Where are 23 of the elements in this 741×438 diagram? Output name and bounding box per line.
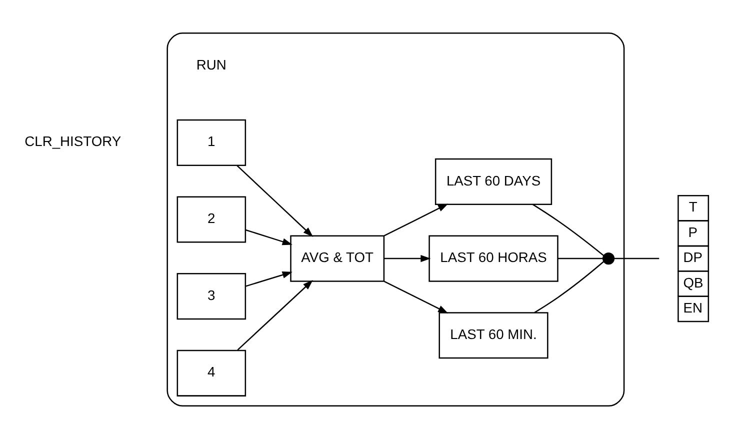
label: RUN xyxy=(196,56,226,72)
cluster xyxy=(166,32,625,406)
arrow xyxy=(236,164,314,236)
node-box: 1 xyxy=(176,118,246,166)
node-box: LAST 60 DAYS xyxy=(434,158,552,205)
connector xyxy=(534,260,604,313)
node-box: 4 xyxy=(176,349,246,396)
connector xyxy=(532,203,604,256)
node-box: 2 xyxy=(176,196,246,242)
connector xyxy=(558,257,603,259)
arrow xyxy=(237,280,313,350)
node-box: LAST 60 HORAS xyxy=(428,234,558,282)
node-switch xyxy=(602,252,615,264)
connector xyxy=(614,257,660,259)
arrow xyxy=(384,254,431,262)
arrow xyxy=(245,228,292,245)
arrow xyxy=(384,280,448,313)
node-box: LAST 60 MIN. xyxy=(438,312,548,358)
node-box: 3 xyxy=(176,272,246,320)
arrow xyxy=(384,203,448,236)
arrow xyxy=(245,270,292,286)
node-box: AVG & TOT xyxy=(290,234,385,282)
label: CLR_HISTORY xyxy=(24,132,122,149)
